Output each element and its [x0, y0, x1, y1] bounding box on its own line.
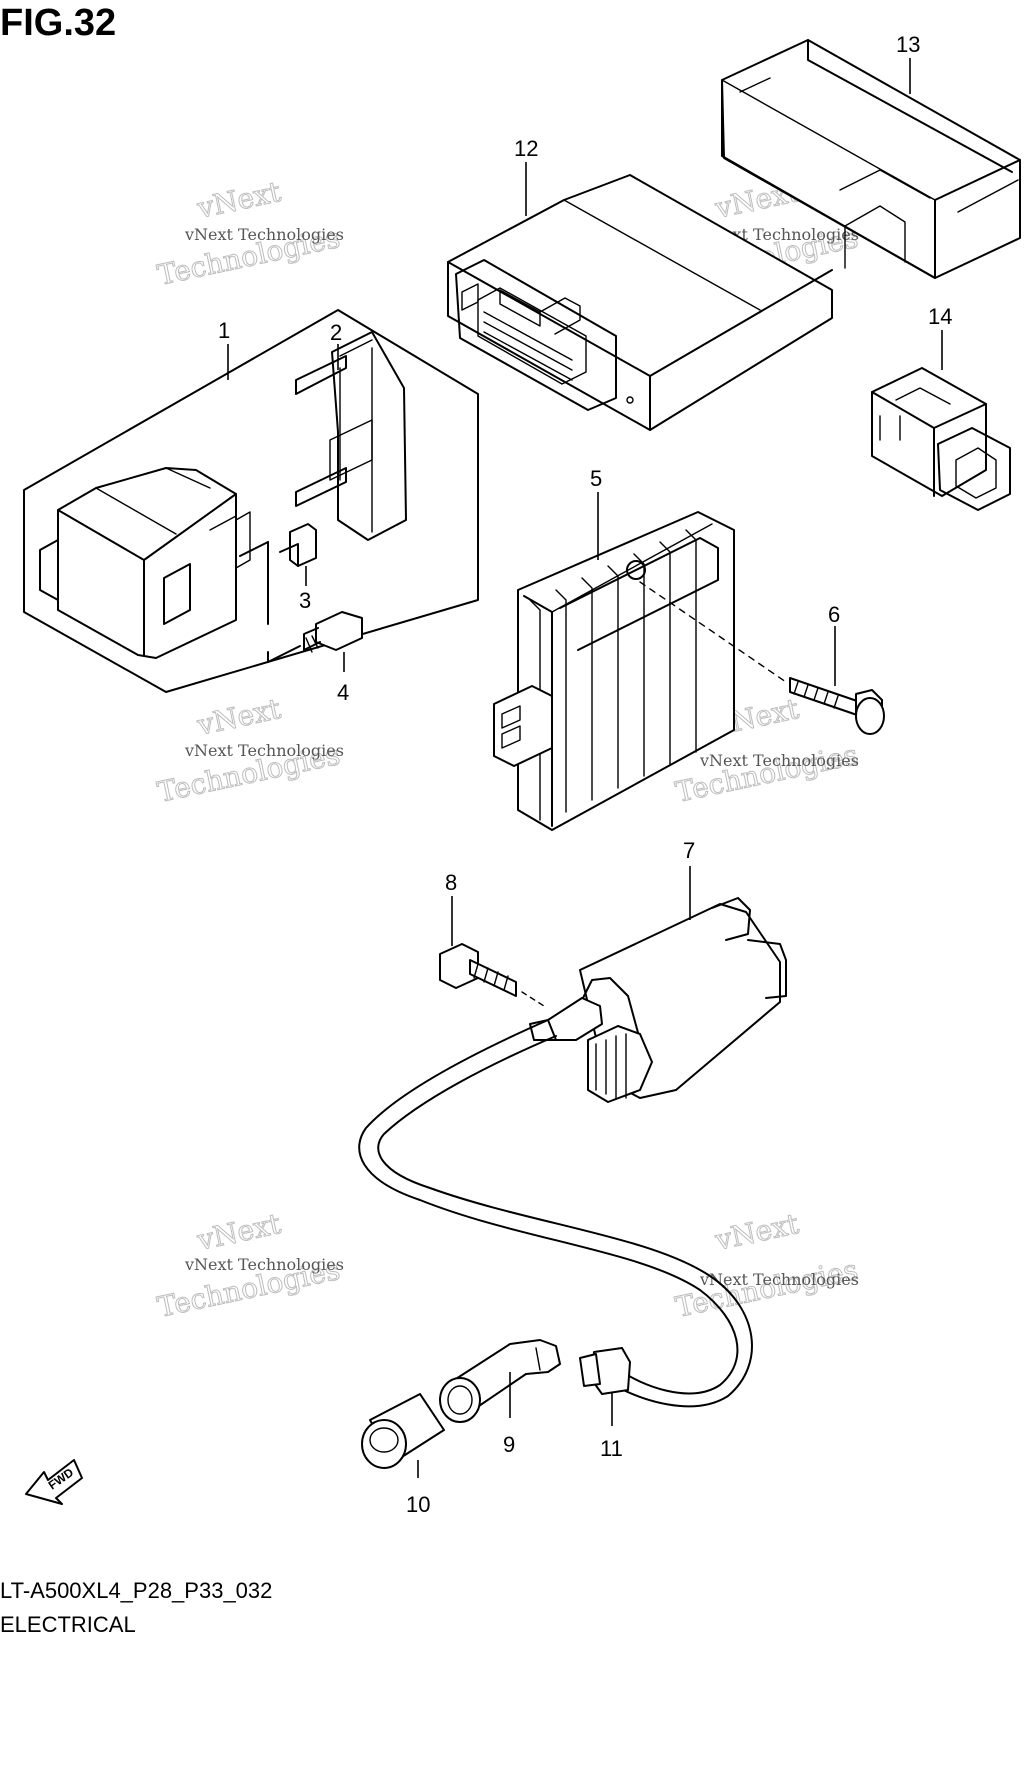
ht-cable: [358, 1019, 753, 1408]
callout-10: 10: [406, 1460, 430, 1517]
figure-name: ELECTRICAL: [0, 1612, 136, 1637]
watermark-text: vNext Technologies: [184, 1255, 344, 1274]
fwd-arrow-icon: FWD: [25, 1459, 83, 1505]
part-6-bolt: [639, 581, 885, 735]
part-1-relay-assembly: [23, 309, 479, 693]
callout-1: 1: [218, 318, 230, 380]
watermark-vnext: vNext: [194, 175, 285, 225]
watermark-text: vNext Technologies: [184, 225, 344, 244]
callout-label: 12: [514, 136, 538, 161]
part-8-bolt: [439, 943, 545, 1007]
callout-label: 13: [896, 32, 920, 57]
part-4-screw: [303, 611, 363, 653]
part-9-plug-cap: [439, 1339, 561, 1423]
part-2-relay-holder: [295, 331, 407, 541]
callout-12: 12: [514, 136, 538, 216]
callout-4: 4: [337, 652, 349, 705]
callout-label: 3: [299, 588, 311, 613]
callout-9: 9: [503, 1372, 515, 1457]
part-5-regulator-rectifier: [493, 511, 735, 831]
watermark-low-left: vNext Technologies vNext Technologies: [154, 1206, 344, 1324]
watermark-text: vNext Technologies: [184, 741, 344, 760]
watermark-top-left: vNext Technologies vNext Technologies: [154, 174, 344, 292]
callout-11: 11: [600, 1392, 623, 1461]
callout-label: 5: [590, 466, 602, 491]
callout-label: 6: [828, 602, 840, 627]
watermark-text: vNext Technologies: [699, 1270, 859, 1289]
watermark-text: vNext Technologies: [699, 751, 859, 770]
callout-label: 8: [445, 870, 457, 895]
callout-5: 5: [590, 466, 602, 560]
callout-7: 7: [683, 838, 695, 920]
part-3-fuse: [279, 523, 317, 567]
part-14-connector: [871, 367, 1011, 511]
callout-14: 14: [928, 304, 952, 370]
callout-label: 11: [600, 1436, 623, 1461]
callout-label: 4: [337, 680, 349, 705]
callout-label: 10: [406, 1492, 430, 1517]
part-13-ecm-cover: [721, 39, 1021, 279]
callout-label: 7: [683, 838, 695, 863]
part-11-cap: [579, 1347, 631, 1395]
callout-2: 2: [330, 320, 342, 370]
part-12-ecm: [447, 174, 833, 431]
callout-label: 2: [330, 320, 342, 345]
callout-13: 13: [896, 32, 920, 94]
watermark-vnext: vNext: [712, 1207, 803, 1257]
callout-label: 14: [928, 304, 952, 329]
callout-3: 3: [299, 566, 311, 613]
callout-label: 9: [503, 1432, 515, 1457]
callout-label: 1: [218, 318, 230, 343]
watermark-low-right: vNext Technologies vNext Technologies: [672, 1206, 861, 1324]
watermark-vnext: vNext: [194, 1207, 285, 1257]
watermark-vnext: vNext: [194, 692, 285, 742]
callout-8: 8: [445, 870, 457, 946]
figure-title: FIG.32: [0, 2, 117, 44]
part-10-cap: [361, 1393, 445, 1469]
watermark-mid-left: vNext Technologies vNext Technologies: [154, 691, 344, 809]
callout-6: 6: [828, 602, 840, 686]
part-7-ignition-coil: [529, 897, 787, 1103]
figure-code: LT-A500XL4_P28_P33_032: [0, 1578, 273, 1603]
